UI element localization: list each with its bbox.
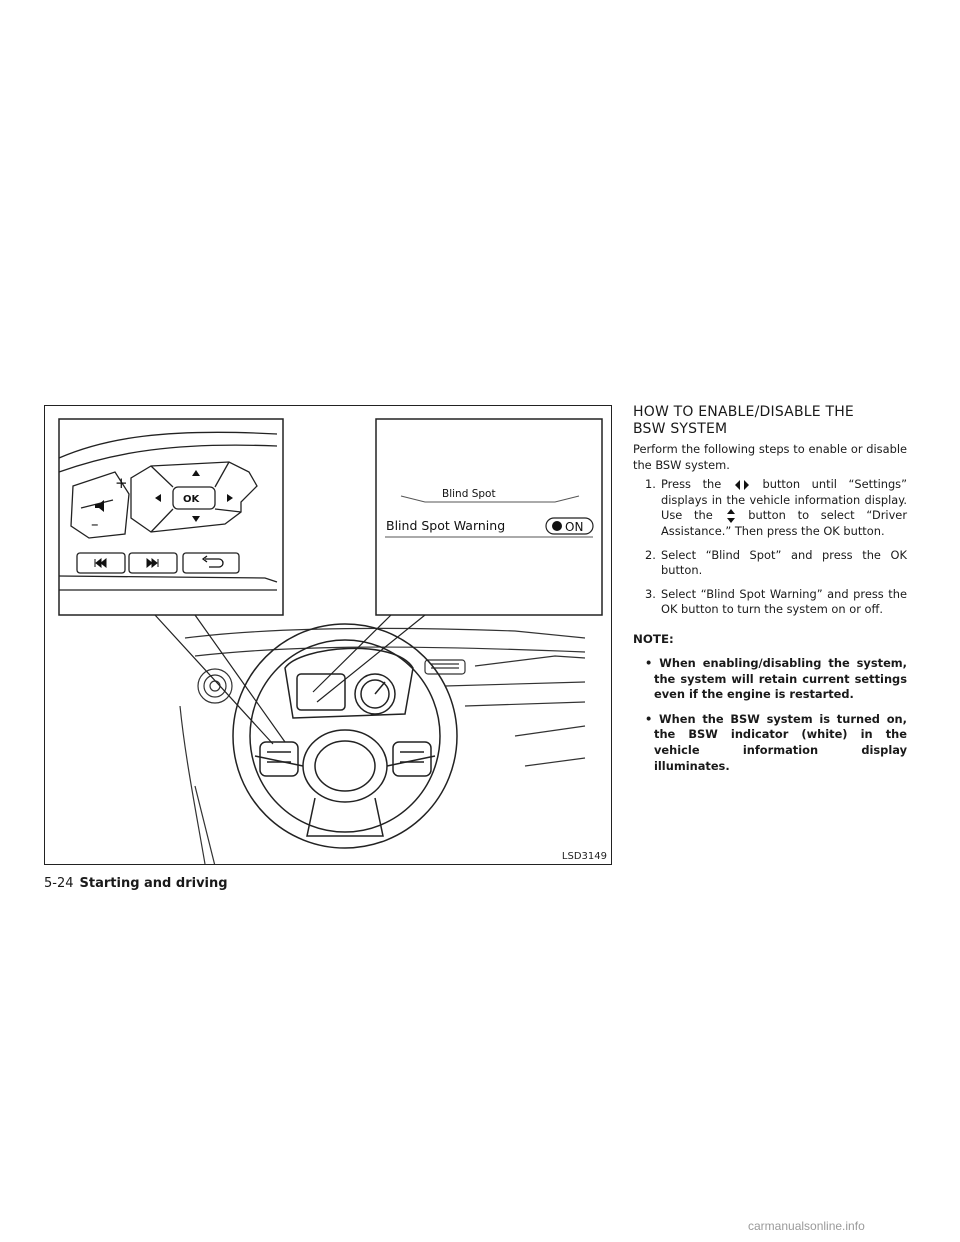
left-arrow-icon xyxy=(155,494,161,502)
intro-paragraph: Perform the following steps to enable or… xyxy=(633,442,907,472)
minus-icon: – xyxy=(91,515,99,533)
toggle-label: ON xyxy=(565,520,583,534)
step-text: Press the xyxy=(661,477,722,492)
display-callout xyxy=(375,418,603,616)
figure-code: LSD3149 xyxy=(561,851,607,862)
step-number: 1. xyxy=(645,477,656,492)
display-header: Blind Spot xyxy=(442,488,496,500)
air-vent xyxy=(197,659,466,704)
steering-switch-callout xyxy=(58,418,284,616)
illustration-drawing: + – OK Blind Spot Blind Spot Warning ON xyxy=(58,418,603,864)
note-item: • When enabling/disabling the system, th… xyxy=(633,656,907,703)
up-down-arrows-icon xyxy=(726,508,735,523)
callout-lines xyxy=(154,614,426,745)
footer-section-title: Starting and driving xyxy=(79,876,228,891)
right-arrow-icon xyxy=(227,494,233,502)
volume-icon xyxy=(95,500,104,512)
page-footer: 5-24 Starting and driving xyxy=(44,876,228,891)
note-text: When the BSW system is turned on, the BS… xyxy=(654,711,907,773)
step-number: 2. xyxy=(645,547,656,562)
back-icon xyxy=(205,558,224,568)
plus-icon: + xyxy=(115,474,128,492)
bullet-icon: • xyxy=(645,711,653,726)
note-item: • When the BSW system is turned on, the … xyxy=(633,712,907,774)
heading-line-2: BSW SYSTEM xyxy=(633,421,728,437)
watermark-link[interactable]: carmanualsonline.info xyxy=(748,1219,865,1233)
note-title: NOTE: xyxy=(633,631,674,646)
section-text: HOW TO ENABLE/DISABLE THE BSW SYSTEM Per… xyxy=(633,404,907,783)
down-arrow-icon xyxy=(192,516,200,522)
step-text: button to select “Driver Assistance.” Th… xyxy=(661,508,907,538)
next-track-icon xyxy=(146,557,159,569)
step-2: 2. Select “Blind Spot” and press the OK b… xyxy=(633,548,907,579)
ok-label: OK xyxy=(183,494,201,505)
step-text: Select “Blind Spot Warning” and press th… xyxy=(661,586,907,617)
toggle-knob xyxy=(552,521,562,531)
up-arrow-icon xyxy=(192,470,200,476)
left-right-arrows-icon xyxy=(734,479,749,490)
heading-line-1: HOW TO ENABLE/DISABLE THE xyxy=(633,404,854,420)
step-text: Select “Blind Spot” and press the OK but… xyxy=(661,547,907,578)
step-text: button until “Settings” displays in the … xyxy=(661,477,908,523)
steering-wheel-illustration: + – OK Blind Spot Blind Spot Warning ON … xyxy=(44,405,612,865)
page-number: 5-24 xyxy=(44,876,74,891)
section-heading: HOW TO ENABLE/DISABLE THE BSW SYSTEM xyxy=(633,404,907,438)
bullet-icon: • xyxy=(645,655,653,670)
step-1: 1. Press the button until “Settings” disp… xyxy=(633,477,907,539)
step-3: 3. Select “Blind Spot Warning” and press … xyxy=(633,587,907,618)
display-item-label: Blind Spot Warning xyxy=(386,518,505,533)
note-text: When enabling/disabling the system, the … xyxy=(654,655,907,702)
previous-track-icon xyxy=(94,557,107,569)
steering-wheel xyxy=(232,623,458,849)
step-number: 3. xyxy=(645,586,656,601)
